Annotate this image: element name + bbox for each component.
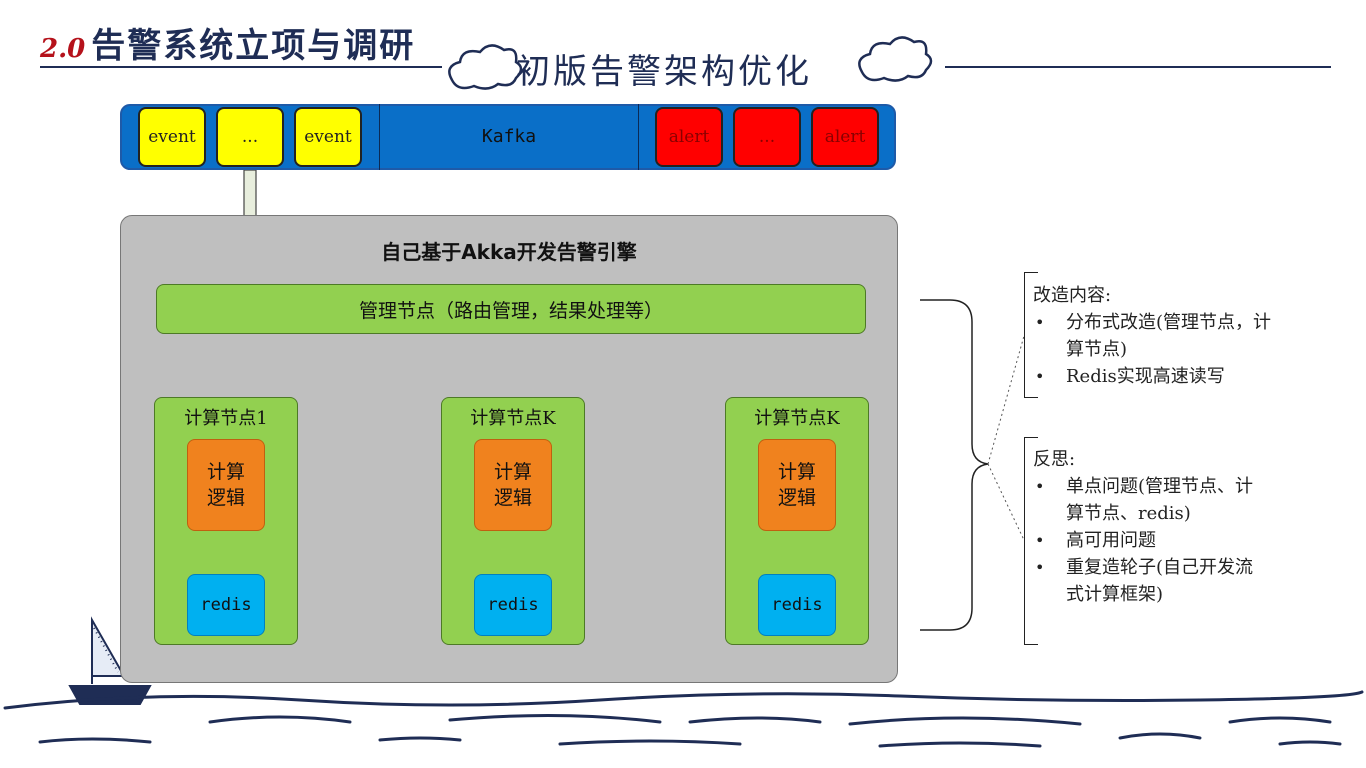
redis-store: redis: [187, 574, 265, 636]
wave-decoration: [3, 690, 1364, 748]
cloud-icon: [448, 44, 523, 90]
changes-item: Redis实现高速读写: [1033, 363, 1273, 390]
alert-queue-item: ...: [733, 107, 801, 167]
event-queue-item: ...: [216, 107, 284, 167]
compute-node-title: 计算节点1: [184, 408, 268, 429]
dotted-connector: [987, 335, 1025, 465]
kafka-divider: [379, 104, 380, 170]
curly-brace: [920, 299, 989, 631]
event-queue-item: event: [294, 107, 362, 167]
compute-logic-box: 计算 逻辑: [758, 439, 836, 531]
compute-node-title: 计算节点K: [754, 408, 840, 429]
section-title-text: 告警系统立项与调研: [91, 26, 416, 66]
compute-logic-box: 计算 逻辑: [187, 439, 265, 531]
alert-queue-item: alert: [655, 107, 723, 167]
reflection-note: 反思: 单点问题(管理节点、计算节点、redis) 高可用问题 重复造轮子(自己…: [1033, 446, 1269, 608]
alert-queue-item: alert: [811, 107, 879, 167]
changes-heading: 改造内容:: [1033, 285, 1112, 306]
changes-item: 分布式改造(管理节点，计算节点): [1033, 309, 1273, 363]
note-bracket: [1024, 437, 1038, 645]
dotted-connector: [987, 463, 1025, 541]
kafka-label: Kafka: [481, 126, 537, 147]
compute-node-title: 计算节点K: [470, 408, 556, 429]
redis-store: redis: [474, 574, 552, 636]
reflection-item: 单点问题(管理节点、计算节点、redis): [1033, 473, 1269, 527]
changes-note: 改造内容: 分布式改造(管理节点，计算节点) Redis实现高速读写: [1033, 282, 1273, 390]
cloud-icon: [858, 36, 933, 82]
note-bracket: [1024, 272, 1038, 398]
engine-title: 自己基于Akka开发告警引擎: [381, 240, 637, 264]
reflection-item: 高可用问题: [1033, 527, 1269, 554]
section-number: 2.0: [40, 34, 86, 64]
redis-store: redis: [758, 574, 836, 636]
kafka-divider: [638, 104, 639, 170]
reflection-heading: 反思:: [1033, 449, 1076, 470]
management-node: 管理节点（路由管理，结果处理等）: [156, 284, 866, 334]
subtitle-rule: [945, 66, 1331, 68]
reflection-item: 重复造轮子(自己开发流式计算框架): [1033, 554, 1269, 608]
slide-subtitle: 初版告警架构优化: [516, 52, 812, 92]
compute-logic-box: 计算 逻辑: [474, 439, 552, 531]
event-queue-item: event: [138, 107, 206, 167]
title-underline: [40, 66, 442, 68]
